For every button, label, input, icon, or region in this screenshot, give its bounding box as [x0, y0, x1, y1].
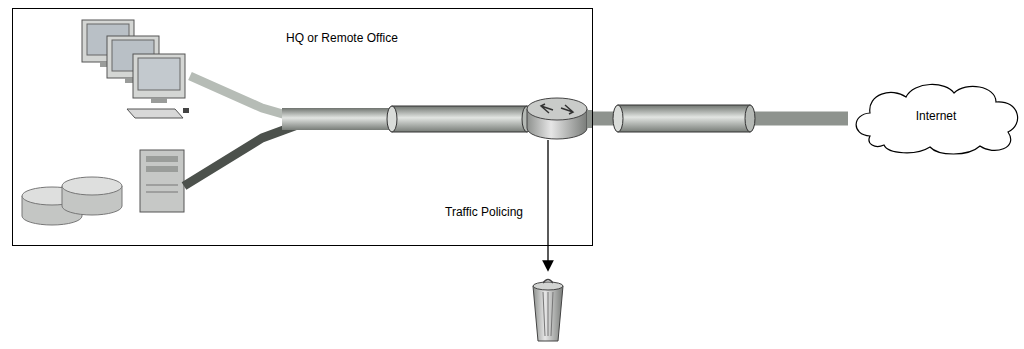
lan-cabling	[184, 124, 300, 186]
router-symbol	[527, 98, 587, 120]
trash-can	[543, 280, 553, 284]
router-symbol	[527, 98, 593, 139]
wan-tube	[745, 105, 755, 132]
trash-can	[533, 286, 563, 341]
server-tower	[140, 150, 184, 212]
disk-stack	[62, 177, 122, 195]
trash-can	[548, 292, 549, 336]
workstation	[133, 54, 185, 98]
server-tower	[146, 166, 178, 172]
site-title: HQ or Remote Office	[286, 31, 398, 45]
router-symbol	[561, 105, 573, 114]
policing-arrow	[548, 140, 549, 266]
workstation	[151, 98, 167, 103]
lan-tube	[387, 106, 397, 132]
lan-tube	[392, 106, 527, 132]
server-tower	[146, 192, 178, 193]
workstation	[127, 54, 189, 118]
router-symbol	[541, 104, 553, 113]
server-tower	[146, 185, 178, 186]
workstation-group	[82, 20, 189, 118]
cloud-label: Internet	[848, 109, 1024, 123]
disk-stack	[22, 177, 122, 225]
trash-can	[551, 292, 553, 336]
internet-cloud: Internet	[848, 78, 1024, 156]
wan-tube	[613, 105, 755, 132]
lan-cabling	[184, 76, 394, 186]
wan-tube	[618, 105, 750, 132]
server-tower	[140, 150, 184, 212]
workstation	[138, 58, 180, 90]
lan-cabling	[282, 108, 394, 130]
workstation	[183, 108, 189, 113]
server-tower	[146, 156, 178, 162]
trash-can	[533, 282, 563, 290]
annotation-text: Traffic Policing	[445, 205, 523, 219]
lan-tube	[387, 106, 532, 132]
policing-arrow	[547, 140, 548, 266]
workstation	[127, 109, 183, 118]
trash-can	[533, 280, 563, 342]
trash-can	[543, 292, 545, 336]
server-group	[22, 150, 184, 225]
wan-tube	[613, 105, 623, 132]
